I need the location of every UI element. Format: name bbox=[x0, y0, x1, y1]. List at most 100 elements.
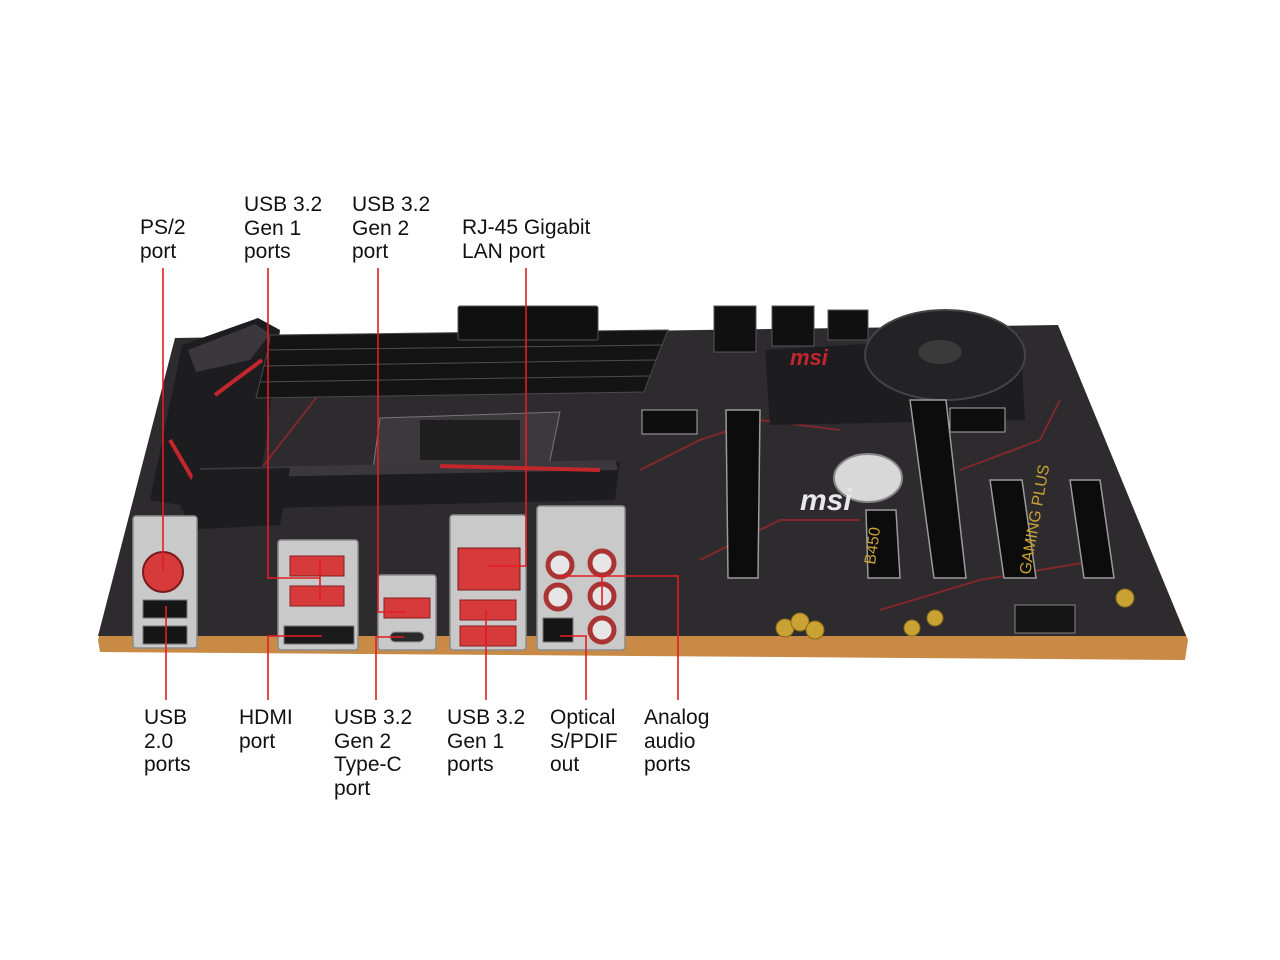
callout-line: HDMI bbox=[239, 706, 293, 729]
callout-line: ports bbox=[244, 240, 291, 263]
callout-usb32-gen2-port-top: USB 3.2 Gen 2 port bbox=[352, 193, 430, 264]
leader-audio bbox=[560, 575, 679, 700]
pcie-x1-slot bbox=[1069, 479, 1115, 579]
socket-pins bbox=[420, 420, 520, 460]
leader-usb32-gen2-top bbox=[377, 268, 406, 613]
callout-line: Type-C bbox=[334, 753, 402, 776]
audio-jack bbox=[587, 615, 617, 645]
callout-line: Analog bbox=[644, 706, 710, 729]
audio-jack bbox=[545, 550, 575, 580]
callout-line: audio bbox=[644, 729, 696, 753]
leader-spdif bbox=[560, 635, 587, 700]
heatsink-accent bbox=[439, 464, 601, 472]
rear-header bbox=[771, 305, 815, 347]
rear-header bbox=[827, 309, 869, 341]
audio-jack bbox=[543, 582, 573, 612]
usb32-gen1-connector bbox=[289, 585, 345, 607]
capacitor bbox=[790, 612, 810, 632]
usb20-connector bbox=[142, 599, 188, 619]
vrm-heatsink-top bbox=[180, 460, 620, 530]
vrm-heatsink-left bbox=[150, 318, 280, 510]
callout-rj45-lan-port: RJ-45 Gigabit LAN port bbox=[462, 216, 590, 263]
board-chipset-text: B450 bbox=[862, 526, 884, 565]
capacitor bbox=[805, 620, 825, 640]
heatsink-bar-left bbox=[180, 468, 290, 530]
chipset-heatsink: msi bbox=[765, 309, 1026, 425]
callout-line: USB 3.2 bbox=[352, 193, 431, 216]
callout-line: USB 3.2 bbox=[244, 193, 323, 216]
callout-line: port bbox=[239, 729, 276, 753]
audio-jack bbox=[587, 548, 617, 578]
pcie-x16-slot bbox=[909, 399, 967, 579]
callout-line: ports bbox=[447, 753, 494, 776]
io-stack-audio bbox=[536, 505, 626, 651]
hdmi-connector bbox=[283, 625, 355, 645]
callout-line: port bbox=[140, 239, 177, 263]
callout-ps2-port: PS/2 port bbox=[140, 216, 186, 263]
callout-line: port bbox=[334, 776, 371, 800]
callout-line: USB 3.2 bbox=[447, 706, 526, 729]
pcb-trace bbox=[959, 399, 1061, 471]
pcie-x1-slot bbox=[865, 509, 901, 579]
m2-slot bbox=[949, 407, 1006, 433]
heatsink-logo: msi bbox=[790, 345, 829, 370]
cmos-battery bbox=[833, 453, 903, 503]
callout-line: USB bbox=[144, 706, 188, 729]
callout-line: out bbox=[550, 753, 580, 776]
callout-line: PS/2 bbox=[140, 216, 186, 239]
pcie-x1-slot bbox=[989, 479, 1037, 579]
rear-header bbox=[713, 305, 757, 353]
callout-line: ports bbox=[144, 753, 191, 776]
audio-codec-chip bbox=[1014, 604, 1076, 634]
pcb-trace bbox=[879, 559, 1101, 611]
rear-io bbox=[132, 505, 626, 651]
callout-usb32-gen1-ports-top: USB 3.2 Gen 1 ports bbox=[244, 193, 322, 264]
leader-hdmi bbox=[267, 635, 322, 700]
heatsink-bar-top bbox=[198, 460, 618, 478]
capacitor bbox=[926, 609, 944, 627]
callout-usb32-gen2-typec-port: USB 3.2 Gen 2 Type-C port bbox=[334, 706, 412, 800]
atx-power-connector bbox=[457, 305, 599, 341]
capacitor bbox=[1115, 588, 1135, 608]
fan-hub bbox=[918, 340, 962, 364]
callout-line: Gen 2 bbox=[352, 216, 410, 240]
pcie-slots bbox=[725, 399, 1115, 579]
usb32-gen1-connector bbox=[289, 555, 345, 577]
callout-line: USB 3.2 bbox=[334, 706, 413, 729]
usb32-gen1-connector bbox=[459, 599, 517, 621]
heatsink-fins bbox=[188, 324, 270, 372]
pcie-x16-slot bbox=[725, 409, 761, 579]
callout-line: Optical bbox=[550, 706, 616, 729]
callout-line: ports bbox=[644, 753, 691, 776]
callout-line: S/PDIF bbox=[550, 729, 618, 753]
heatsink-accent bbox=[213, 358, 264, 397]
leader-usb32-gen2-typec bbox=[375, 636, 404, 700]
callout-line: 2.0 bbox=[144, 729, 174, 753]
callout-line: Gen 1 bbox=[447, 729, 505, 753]
rj45-connector bbox=[457, 547, 521, 591]
callout-line: RJ-45 Gigabit bbox=[462, 216, 591, 239]
leader-rj45 bbox=[488, 268, 527, 567]
callout-line: LAN port bbox=[462, 239, 545, 263]
capacitors bbox=[775, 588, 1135, 640]
board-logo: msi bbox=[800, 484, 852, 517]
usb32-gen2-connector bbox=[383, 597, 431, 619]
dimm-slot bbox=[255, 375, 651, 399]
callout-optical-spdif-out: Optical S/PDIF out bbox=[550, 706, 618, 777]
pcb-trace bbox=[699, 519, 860, 561]
callout-line: Gen 2 bbox=[334, 729, 392, 753]
callout-usb20-ports: USB 2.0 ports bbox=[144, 706, 191, 777]
capacitor bbox=[903, 619, 921, 637]
callout-line: Gen 1 bbox=[244, 216, 302, 240]
callout-hdmi-port: HDMI port bbox=[239, 706, 293, 753]
callout-usb32-gen1-ports-bottom: USB 3.2 Gen 1 ports bbox=[447, 706, 525, 777]
callout-line: port bbox=[352, 240, 389, 263]
usb32-gen1-connector bbox=[459, 625, 517, 647]
spdif-connector bbox=[542, 617, 574, 643]
leader-usb32-gen1-top bbox=[267, 268, 321, 600]
leader-lines bbox=[162, 268, 679, 700]
usb20-connector bbox=[142, 625, 188, 645]
callout-analog-audio-ports: Analog audio ports bbox=[644, 706, 709, 777]
